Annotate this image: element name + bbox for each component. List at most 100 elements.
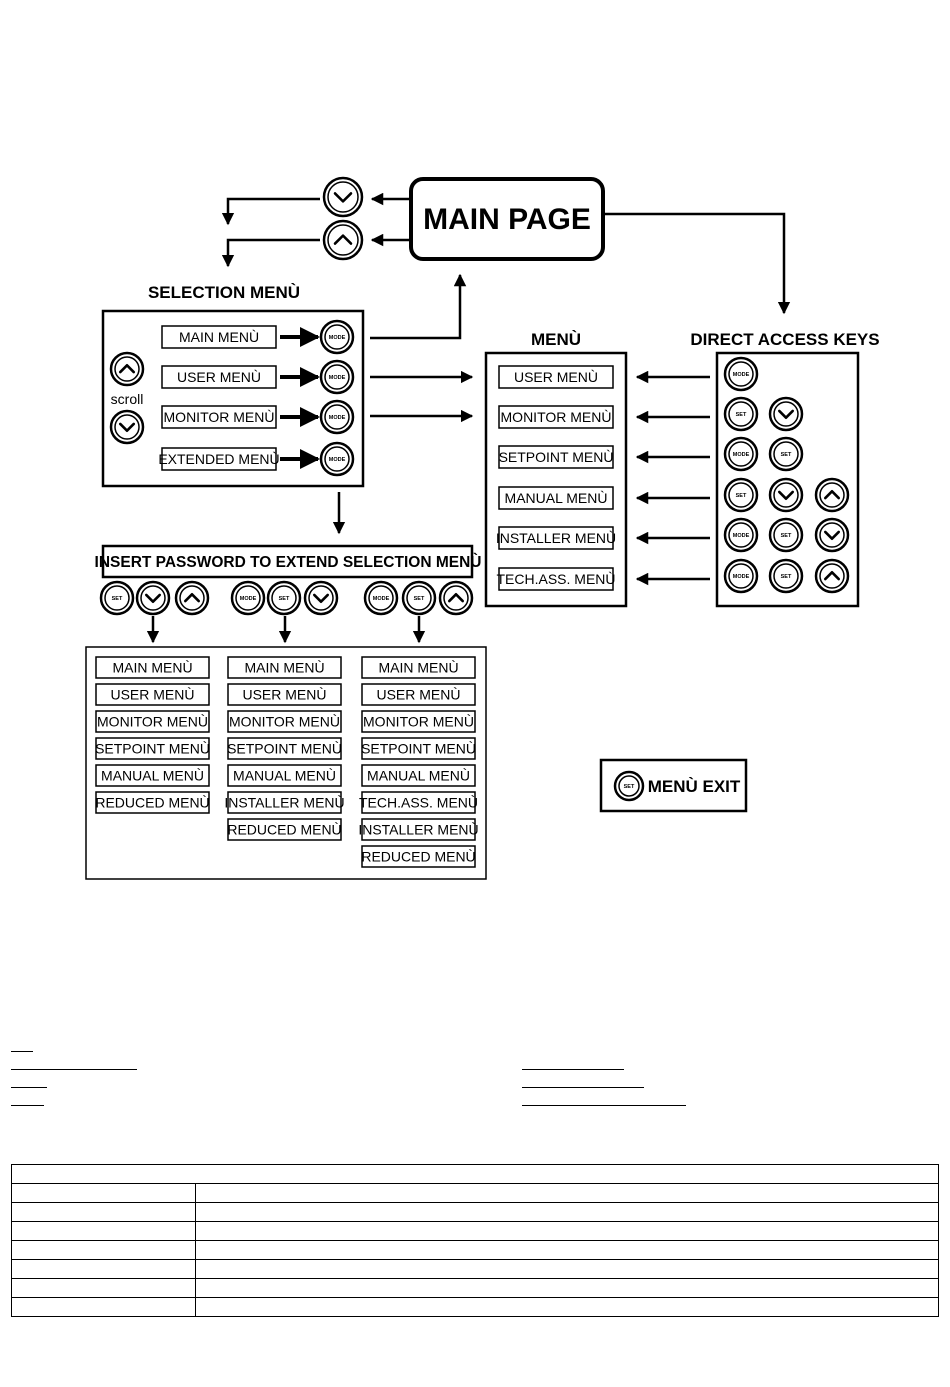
table-row: [11, 1221, 939, 1241]
set-key-icon[interactable]: SET: [768, 558, 804, 594]
password-banner-box: [101, 544, 474, 579]
svg-text:SET: SET: [781, 452, 792, 458]
up-arrow-key-icon[interactable]: [438, 580, 474, 616]
up-arrow-key-icon[interactable]: [322, 219, 364, 261]
up-arrow-key-icon[interactable]: [109, 351, 145, 387]
selection-menu-items: MAIN MENÙ MODE USER MENÙ MODE MONITOR MENÙ MO…: [158, 319, 355, 477]
menu-item-label: MONITOR MENÙ: [363, 714, 474, 730]
menu-item-box: MAIN MENÙ: [161, 325, 277, 349]
menu-item-box: INSTALLER MENÙ: [496, 526, 616, 550]
menu-item-box: SETPOINT MENÙ: [227, 737, 342, 760]
down-arrow-key-icon[interactable]: [135, 580, 171, 616]
scroll-label: scroll: [111, 391, 144, 407]
menu-item-label: MAIN MENÙ: [179, 329, 259, 345]
scroll-buttons: [109, 351, 145, 445]
menu-item-box: INSTALLER MENÙ: [358, 818, 479, 841]
menu-item-box: USER MENÙ: [227, 683, 342, 706]
table-row: [11, 1278, 939, 1298]
mode-key-icon[interactable]: MODE: [230, 580, 266, 616]
menu-item-label: MAIN MENÙ: [112, 660, 192, 676]
menu-item-box: MAIN MENÙ: [95, 656, 210, 679]
menu-item-box: SETPOINT MENÙ: [361, 737, 476, 760]
svg-text:MODE: MODE: [329, 335, 346, 341]
down-arrow-key-icon[interactable]: [322, 176, 364, 218]
menu-item-box: INSTALLER MENÙ: [224, 791, 345, 814]
down-arrow-key-icon[interactable]: [109, 409, 145, 445]
menu-item-box: USER MENÙ: [361, 683, 476, 706]
menu-item-label: SETPOINT MENÙ: [227, 741, 342, 757]
placeholder-rule: [522, 1105, 686, 1106]
up-arrow-key-icon[interactable]: [814, 558, 850, 594]
mode-key-icon[interactable]: MODE: [363, 580, 399, 616]
menu-item-label: MANUAL MENÙ: [233, 768, 336, 784]
down-arrow-key-icon[interactable]: [768, 477, 804, 513]
mode-key-icon[interactable]: MODE: [319, 441, 355, 477]
menu-item-box: MANUAL MENÙ: [95, 764, 210, 787]
password-banner-label: INSERT PASSWORD TO EXTEND SELECTION MENÙ: [95, 553, 482, 571]
menu-item-box: REDUCED MENÙ: [361, 845, 476, 868]
direct-access-title: DIRECT ACCESS KEYS: [690, 330, 879, 349]
menu-item-label: TECH.ASS. MENÙ: [359, 795, 478, 811]
svg-text:MODE: MODE: [373, 596, 390, 602]
menu-item-label: SETPOINT MENÙ: [95, 741, 210, 757]
mode-key-icon[interactable]: MODE: [723, 356, 759, 392]
table-row: [11, 1259, 939, 1279]
menu-item-label: INSTALLER MENÙ: [224, 795, 344, 811]
main-page-nav-buttons: [322, 176, 364, 261]
menu-item-label: REDUCED MENÙ: [95, 795, 209, 811]
mode-key-icon[interactable]: MODE: [723, 517, 759, 553]
menu-item-box: MONITOR MENÙ: [95, 710, 210, 733]
legend-table: [11, 1164, 939, 1317]
menu-title: MENÙ: [531, 330, 581, 349]
set-key-icon[interactable]: SET: [401, 580, 437, 616]
placeholder-rule: [11, 1069, 137, 1070]
menu-item-label: MANUAL MENÙ: [101, 768, 204, 784]
down-arrow-key-icon[interactable]: [814, 517, 850, 553]
menu-item-label: MONITOR MENÙ: [97, 714, 208, 730]
extended-menu-columns: MAIN MENÙ USER MENÙ MONITOR MENÙ SETPOINT M…: [95, 656, 479, 868]
mode-key-icon[interactable]: MODE: [319, 399, 355, 435]
set-key-icon[interactable]: SET: [768, 436, 804, 472]
set-key-icon[interactable]: SET: [266, 580, 302, 616]
up-arrow-key-icon[interactable]: [814, 477, 850, 513]
menu-item-label: INSTALLER MENÙ: [358, 822, 478, 838]
set-key-icon[interactable]: SET: [613, 770, 645, 802]
placeholder-rule: [11, 1087, 47, 1088]
set-key-icon[interactable]: SET: [723, 477, 759, 513]
menu-item-box: TECH.ASS. MENÙ: [496, 567, 616, 591]
main-page-label: MAIN PAGE: [423, 203, 591, 236]
down-arrow-key-icon[interactable]: [303, 580, 339, 616]
menu-item-box: MAIN MENÙ: [361, 656, 476, 679]
menu-item-label: REDUCED MENÙ: [227, 822, 341, 838]
menu-item-label: USER MENÙ: [242, 687, 326, 703]
placeholder-rule: [11, 1105, 44, 1106]
menu-item-box: USER MENÙ: [161, 365, 277, 389]
set-key-icon[interactable]: SET: [723, 396, 759, 432]
menu-item-label: SETPOINT MENÙ: [361, 741, 476, 757]
menu-item-box: MONITOR MENÙ: [227, 710, 342, 733]
mode-key-icon[interactable]: MODE: [723, 436, 759, 472]
up-arrow-key-icon[interactable]: [174, 580, 210, 616]
menu-item-label: SETPOINT MENÙ: [499, 449, 614, 465]
mode-key-icon[interactable]: MODE: [319, 319, 355, 355]
menu-item-box: TECH.ASS. MENÙ: [359, 791, 478, 814]
down-arrow-key-icon[interactable]: [768, 396, 804, 432]
svg-text:MODE: MODE: [329, 375, 346, 381]
menu-item-label: MAIN MENÙ: [244, 660, 324, 676]
table-row: [11, 1183, 939, 1203]
svg-text:SET: SET: [279, 596, 290, 602]
set-key-icon[interactable]: SET: [768, 517, 804, 553]
menu-item-box: MANUAL MENÙ: [361, 764, 476, 787]
placeholder-rule: [522, 1069, 624, 1070]
menu-item-box: MAIN MENÙ: [227, 656, 342, 679]
mode-key-icon[interactable]: MODE: [723, 558, 759, 594]
menu-item-label: USER MENÙ: [376, 687, 460, 703]
menu-item-label: TECH.ASS. MENÙ: [496, 571, 615, 587]
svg-text:SET: SET: [414, 596, 425, 602]
mode-key-icon[interactable]: MODE: [319, 359, 355, 395]
set-key-icon[interactable]: SET: [99, 580, 135, 616]
menu-item-box: MONITOR MENÙ: [161, 405, 277, 429]
svg-text:SET: SET: [112, 596, 123, 602]
